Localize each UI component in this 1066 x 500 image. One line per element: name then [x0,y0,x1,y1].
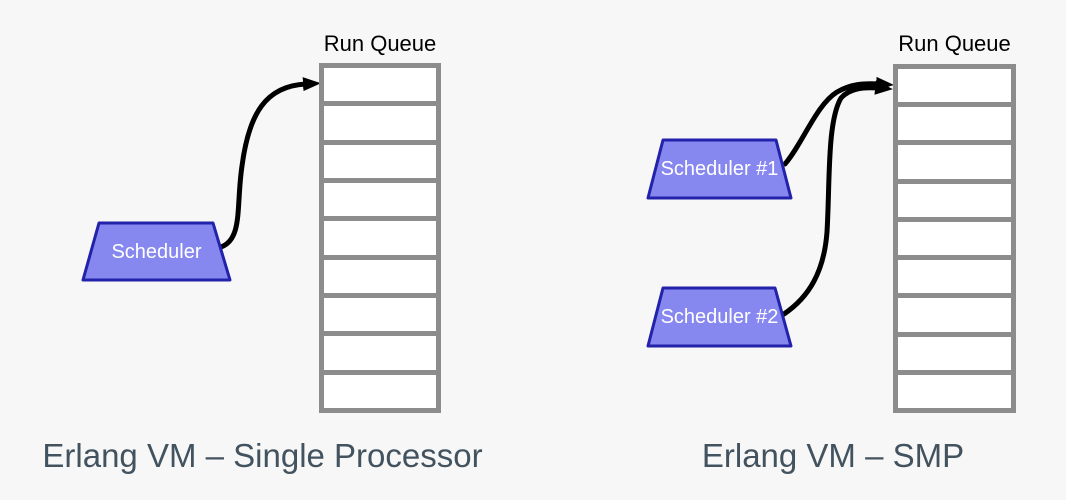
scheduler1-label: Scheduler #1 [660,158,779,180]
scheduler-label: Scheduler [111,241,202,263]
diagram-canvas-single [81,77,321,282]
scheduler2-trapezoid [646,286,793,348]
scheduler-trapezoid [81,221,232,282]
run-queue-label: Run Queue [898,31,1011,56]
queue-cell [898,183,1011,217]
diagram-canvas-smp [646,76,894,348]
panel-caption: Erlang VM – SMP [701,437,965,474]
run-queue [319,63,441,413]
queue-cell [898,69,1011,103]
queue-cell [324,336,436,370]
queue-cell [898,107,1011,141]
queue-cell [898,260,1011,294]
queue-cell [324,221,436,255]
panel-smp: Run Queue Scheduler #1 Scheduler #2 Erla… [533,0,1066,500]
queue-cell [898,298,1011,332]
run-queue [893,64,1016,413]
arrow-scheduler-to-queue [218,77,321,250]
scheduler2-label: Scheduler #2 [660,306,779,328]
queue-cell [898,221,1011,256]
queue-cell [324,259,436,293]
queue-cell [324,374,436,408]
queue-cell [898,145,1011,179]
arrow-scheduler1-to-queue [782,76,894,167]
run-queue-label: Run Queue [323,31,437,56]
arrow-scheduler2-to-queue [781,80,893,317]
queue-cell [898,374,1011,408]
queue-cell [898,336,1011,370]
queue-cell [324,106,436,140]
panel-caption: Erlang VM – Single Processor [42,437,483,474]
queue-cell [324,144,436,178]
queue-cell [324,297,436,332]
queue-cell [324,182,436,217]
queue-cell [324,68,436,102]
panel-single-processor: Run Queue Scheduler Erlang VM – Single P… [42,31,483,474]
scheduler1-trapezoid [646,138,793,200]
